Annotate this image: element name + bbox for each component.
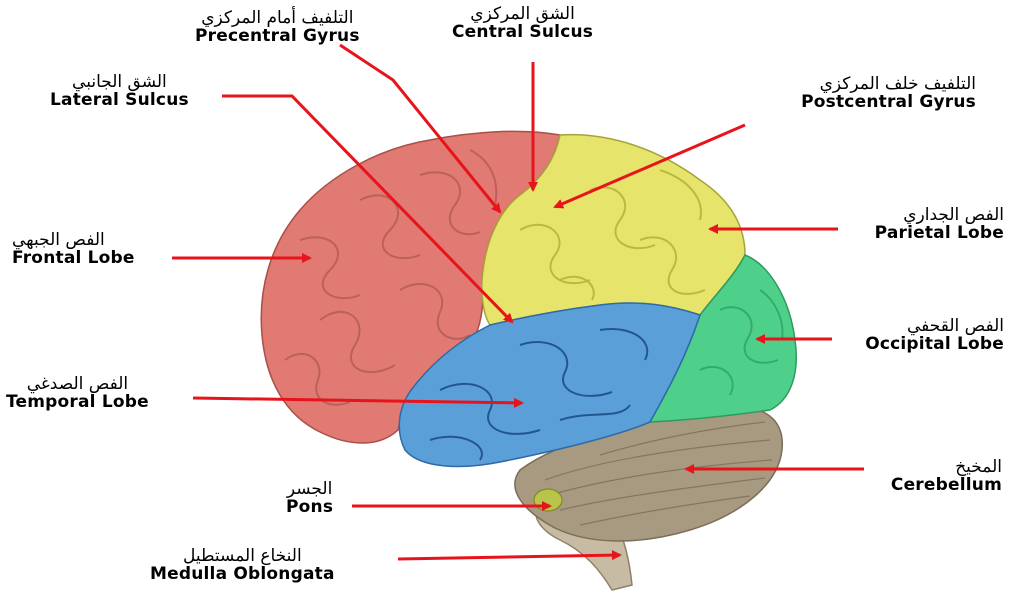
- pons-region: [534, 489, 562, 511]
- label-pons-en: Pons: [286, 499, 333, 517]
- label-central-en: Central Sulcus: [452, 24, 593, 42]
- label-precentral-en: Precentral Gyrus: [195, 28, 360, 46]
- label-central-sulcus: الشق المركزي Central Sulcus: [452, 6, 593, 42]
- label-lateral-sulcus: الشق الجانبي Lateral Sulcus: [50, 74, 189, 110]
- label-occipital-en: Occipital Lobe: [865, 336, 1004, 354]
- label-parietal-lobe: الفص الجداري Parietal Lobe: [875, 207, 1004, 243]
- label-precentral-gyrus: التلفيف أمام المركزي Precentral Gyrus: [195, 10, 360, 46]
- label-cerebellum-en: Cerebellum: [891, 477, 1002, 495]
- label-cerebellum: المخيخ Cerebellum: [891, 459, 1002, 495]
- label-medulla-oblongata: النخاع المستطيل Medulla Oblongata: [150, 548, 335, 584]
- label-temporal-en: Temporal Lobe: [6, 394, 149, 412]
- label-postcentral-gyrus: التلفيف خلف المركزي Postcentral Gyrus: [801, 76, 976, 112]
- label-temporal-lobe: الفص الصدغي Temporal Lobe: [6, 376, 149, 412]
- label-parietal-en: Parietal Lobe: [875, 225, 1004, 243]
- label-frontal-lobe: الفص الجبهي Frontal Lobe: [12, 232, 135, 268]
- label-frontal-en: Frontal Lobe: [12, 250, 135, 268]
- label-pons: الجسر Pons: [286, 481, 333, 517]
- label-occipital-lobe: الفص القحفي Occipital Lobe: [865, 318, 1004, 354]
- label-postcentral-en: Postcentral Gyrus: [801, 94, 976, 112]
- label-medulla-en: Medulla Oblongata: [150, 566, 335, 584]
- label-lateral-en: Lateral Sulcus: [50, 92, 189, 110]
